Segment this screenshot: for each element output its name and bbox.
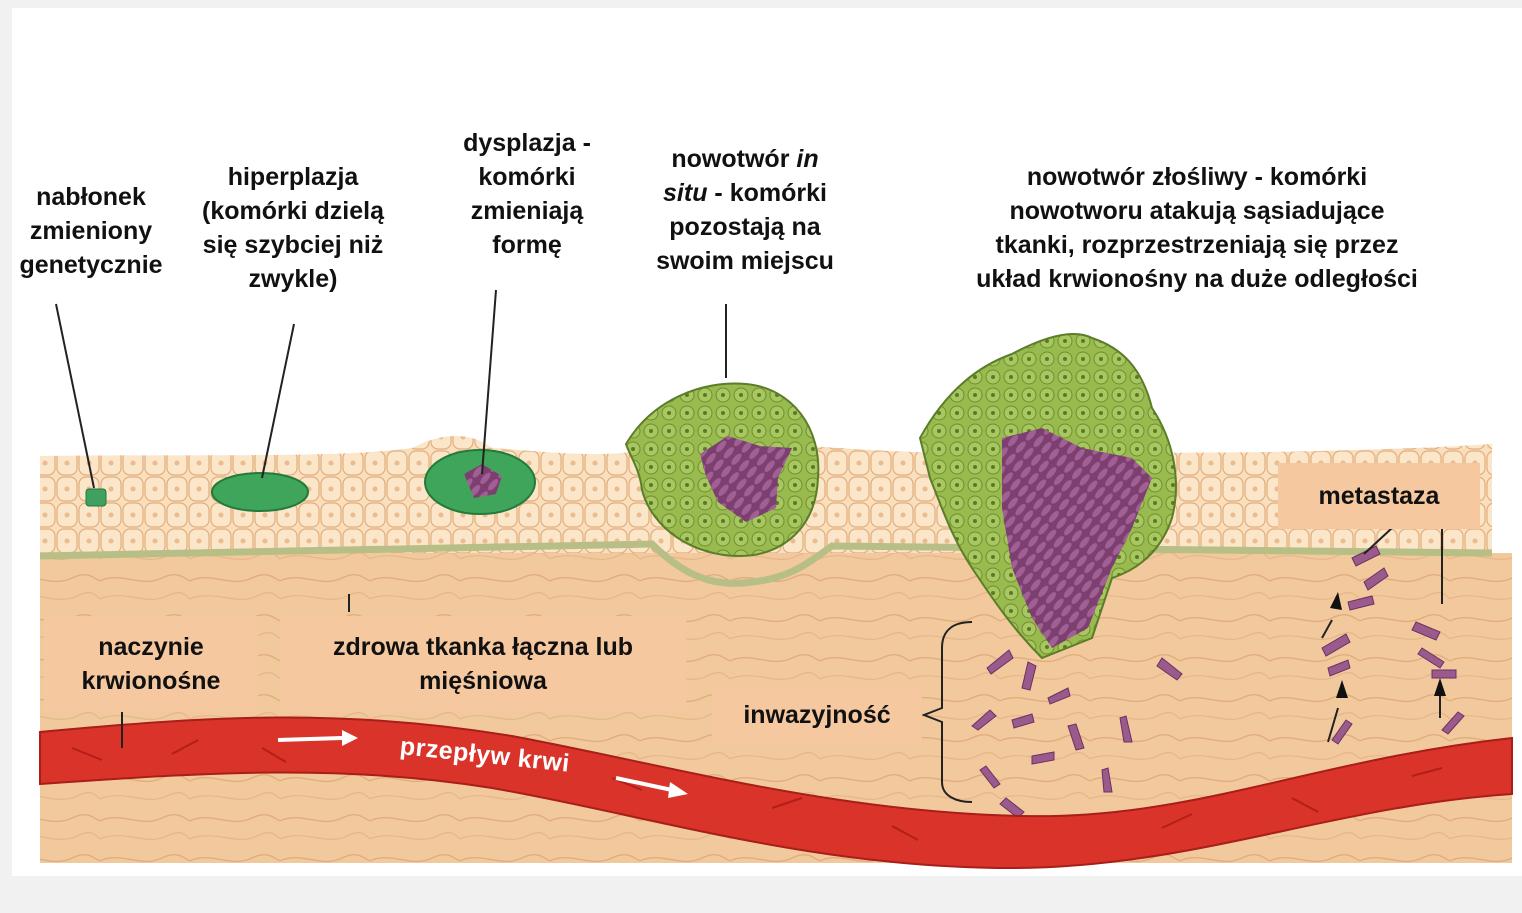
label-malignant: nowotwór złośliwy - komórki nowotworu at…: [932, 160, 1462, 296]
label-metastasis: metastaza: [1278, 463, 1480, 529]
label-hyperplasia: hiperplazja (komórki dzielą się szybciej…: [182, 160, 404, 296]
label-dysplasia: dysplazja - komórki zmieniają formę: [442, 126, 612, 262]
label-in-situ: nowotwór in situ - komórki pozostają na …: [652, 142, 838, 278]
label-epithelium: nabłonek zmieniony genetycznie: [12, 180, 170, 282]
cancer-progression-illustration: [12, 8, 1522, 876]
hyperplasia-cluster: [212, 473, 308, 511]
diagram-canvas: nabłonek zmieniony genetycznie hiperplaz…: [12, 8, 1522, 876]
mutated-cell: [86, 489, 106, 506]
label-invasion: inwazyjność: [712, 686, 922, 744]
